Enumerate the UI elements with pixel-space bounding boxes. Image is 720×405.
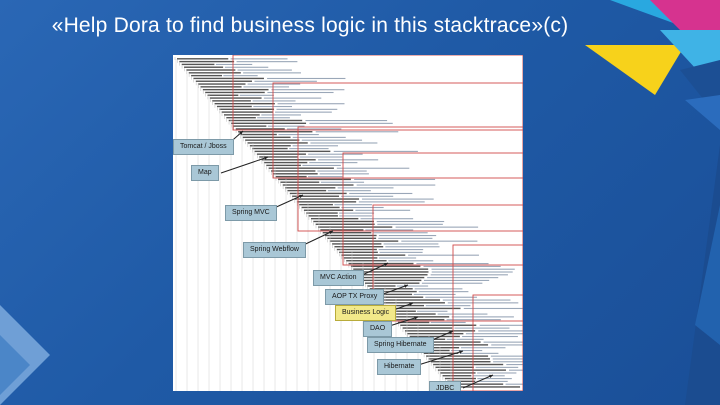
corner-decoration-right-lower	[685, 145, 720, 405]
label-spring-hibernate: Spring Hibernate	[367, 337, 434, 353]
label-tomcat: Tomcat / Jboss	[173, 139, 234, 155]
label-map: Map	[191, 165, 219, 181]
label-dao: DAO	[363, 321, 393, 337]
label-hibernate: Hibernate	[377, 359, 422, 375]
corner-decoration-bottom-left	[0, 305, 50, 405]
label-spring-webflow: Spring Webflow	[243, 242, 306, 258]
label-spring-mvc: Spring MVC	[225, 205, 277, 221]
label-jdbc: JDBC	[429, 381, 462, 391]
label-business-logic: Business Logic	[335, 305, 397, 321]
label-aop-tx-proxy: AOP TX Proxy	[325, 289, 385, 305]
slide-title: «Help Dora to find business logic in thi…	[51, 14, 569, 37]
stacktrace-lines	[174, 55, 523, 391]
stacktrace-screenshot: Tomcat / Jboss Map Spring MVC Spring Web…	[173, 55, 523, 391]
corner-decoration-top-right	[585, 0, 720, 130]
label-mvc-action: MVC Action	[313, 270, 364, 286]
